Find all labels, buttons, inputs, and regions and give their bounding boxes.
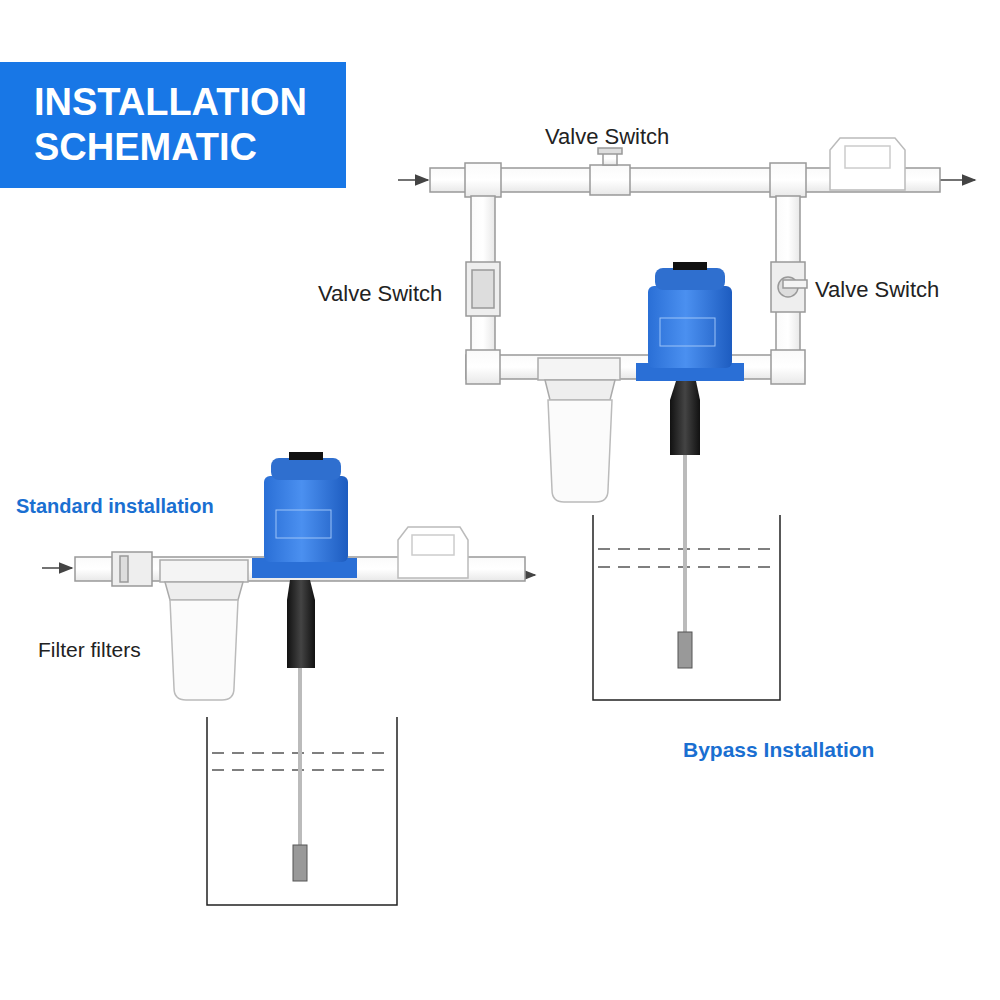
section-label: Bypass Installation <box>683 738 874 762</box>
section-label: Standard installation <box>16 495 214 518</box>
title-text: INSTALLATION SCHEMATIC <box>34 80 334 170</box>
valve-label: Valve Switch <box>545 124 669 149</box>
title-band <box>0 62 346 188</box>
filter-label: Filter filters <box>38 638 141 662</box>
valve-label: Valve Switch <box>318 281 442 306</box>
valve-label: Valve Switch <box>815 277 939 302</box>
